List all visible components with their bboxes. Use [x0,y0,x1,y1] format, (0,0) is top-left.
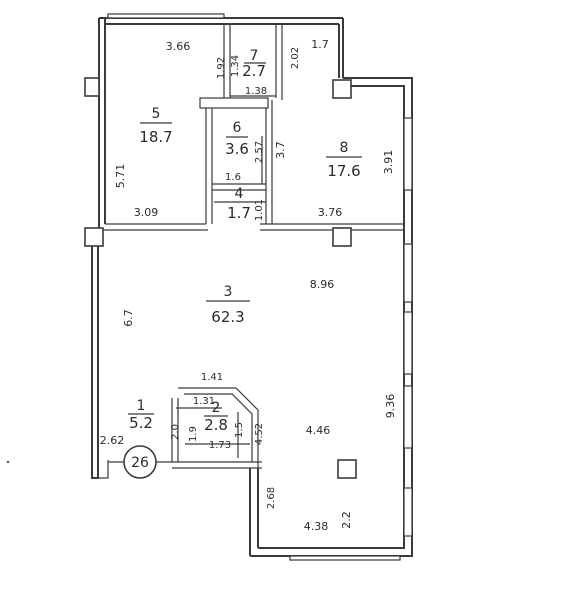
room-labels: 5 18.7 7 2.7 6 3.6 8 17.6 4 1.7 3 62.3 1… [128,48,362,434]
dimension-label: 6.7 [122,309,135,327]
window [403,117,413,191]
dimension-label: 4.52 [254,423,265,445]
dimension-label: 1.38 [245,86,267,97]
dimension-label: 2.2 [340,511,353,529]
room-number: 2 [212,400,221,416]
column [332,227,352,247]
dimension-label: 3.91 [382,150,395,175]
dimension-label: 5.71 [114,164,127,189]
room-number: 6 [233,120,242,136]
dimension-label: 2.02 [290,47,301,69]
dimension-label: 3.7 [274,141,287,159]
window [403,311,413,375]
dimension-label: 1.73 [209,440,231,451]
room-number: 7 [250,48,259,64]
plan-number-marker: 26 [123,445,157,479]
room-area: 18.7 [139,128,172,146]
column [332,79,352,99]
room-number: 8 [340,140,349,156]
dimension-label: 9.36 [384,394,397,419]
dimension-label: 3.76 [318,206,343,219]
dimension-label: 1.6 [225,172,241,183]
dimension-label: 1.41 [201,372,223,383]
windows [107,13,413,561]
window [107,13,225,19]
room-number: 1 [137,398,146,414]
column [84,77,100,97]
room-area: 17.6 [327,162,360,180]
room-number: 5 [152,106,161,122]
dimension-label: 1.92 [216,57,227,79]
room-area: 5.2 [129,414,153,432]
dimension-label: 8.96 [310,278,335,291]
dimension-lines [176,136,266,458]
structural-columns [84,77,357,479]
dimension-label: 4.46 [306,424,331,437]
dimension-label: 2.62 [100,434,125,447]
plan-number: 26 [131,455,149,471]
room-number: 3 [224,284,233,300]
dimension-label: 1.7 [311,38,329,51]
column [84,227,104,247]
stray-mark [6,460,10,464]
dimension-label: 1.9 [188,426,199,442]
dimension-label: 3.09 [134,206,159,219]
dimension-label: 1.01 [254,199,265,221]
room-area: 3.6 [225,140,249,158]
dimension-label: 1.31 [193,396,215,407]
column [337,459,357,479]
dimension-label: 4.38 [304,520,329,533]
room-area: 62.3 [211,308,244,326]
dimension-label: 1.5 [234,422,245,438]
room-area: 1.7 [227,204,251,222]
dimension-label: 2.68 [266,487,277,509]
dimension-label: 3.66 [166,40,191,53]
room-area: 2.7 [242,62,266,80]
room-number: 4 [235,186,244,202]
dimension-label: 2.57 [254,141,265,163]
window [403,487,413,537]
dimension-label: 2.0 [170,424,181,440]
room-area: 2.8 [204,416,228,434]
dimension-labels: 3.66 1.92 1.34 2.02 1.7 1.38 2.57 3.7 5.… [100,38,397,533]
window [289,555,401,561]
window [403,385,413,449]
interior-walls [98,24,404,469]
window [403,243,413,303]
dimension-label: 1.34 [230,55,241,77]
